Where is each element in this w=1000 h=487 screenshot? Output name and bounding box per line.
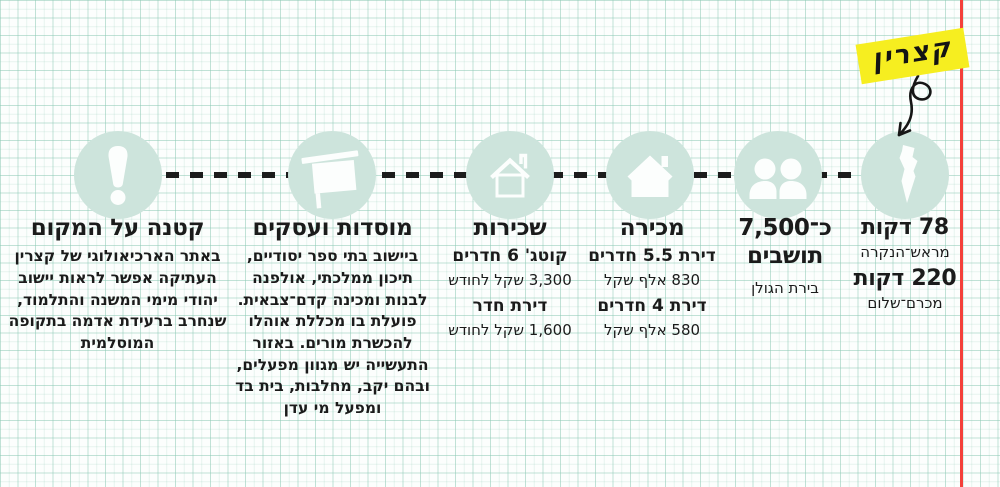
column-rent-prices: שכירות קוטג' 6 חדרים 3,300 שקל לחודש דירת ח… xyxy=(440,215,580,344)
text-line: 1,600 שקל לחודש xyxy=(448,320,572,339)
house-outline-icon xyxy=(490,153,530,198)
katzrin-note: קצרין xyxy=(855,27,970,85)
house-outline-icon-circle xyxy=(466,131,554,219)
text-line: 830 אלף שקל xyxy=(603,270,701,289)
column-travel-times: 78 דקות מראש־הנקרה 220 דקות מכרם־שלום xyxy=(848,215,962,318)
text-line: 580 אלף שקל xyxy=(603,320,701,339)
people-icon-circle xyxy=(734,131,822,219)
house-filled-icon-circle xyxy=(606,131,694,219)
sign-icon xyxy=(301,150,359,209)
exclamation-icon xyxy=(108,146,128,205)
text-line: 78 דקות xyxy=(861,215,949,240)
text-line: שכירות xyxy=(473,215,547,241)
text-line: דירת חדר xyxy=(472,296,548,317)
column-institutions-businesses: מוסדות ועסקים ביישוב בתי ספר יסודיים, תיכ… xyxy=(234,215,431,420)
column-about-place: קטנה על המקום באתר הארכיאולוגי של קצרין ה… xyxy=(8,215,227,355)
text-line: תושבים xyxy=(746,243,824,270)
text-line: מכרם־שלום xyxy=(867,294,943,313)
notebook-margin-line xyxy=(960,0,963,487)
curly-arrow-icon xyxy=(897,74,932,137)
text-line: באתר הארכיאולוגי של קצרין העתיקה אפשר לר… xyxy=(8,247,227,352)
people-icon xyxy=(749,158,807,199)
text-line: בירת הגולן xyxy=(751,279,819,298)
text-line: מוסדות ועסקים xyxy=(252,215,413,241)
israel-map-icon-circle xyxy=(861,131,949,219)
text-line: מראש־הנקרה xyxy=(860,243,950,262)
israel-map-icon xyxy=(899,145,918,203)
text-line: דירת 4 חדרים xyxy=(597,296,707,317)
text-line: דירת 5.5 חדרים xyxy=(588,246,716,267)
text-line: קטנה על המקום xyxy=(30,215,205,241)
text-line: מכירה xyxy=(619,215,685,241)
exclamation-icon-circle xyxy=(74,131,162,219)
text-line: 3,300 שקל לחודש xyxy=(448,270,572,289)
katzrin-note-label: קצרין xyxy=(869,31,955,76)
text-line: קוטג' 6 חדרים xyxy=(452,246,568,267)
text-line: 220 דקות xyxy=(853,266,957,292)
sign-icon-circle xyxy=(288,131,376,219)
text-line: כ־7,500 xyxy=(738,215,832,241)
text-line: ביישוב בתי ספר יסודיים, תיכון ממלכתי, או… xyxy=(235,247,430,418)
column-sale-prices: מכירה דירת 5.5 חדרים 830 אלף שקל דירת 4 חדר… xyxy=(584,215,720,344)
house-filled-icon xyxy=(627,155,673,197)
